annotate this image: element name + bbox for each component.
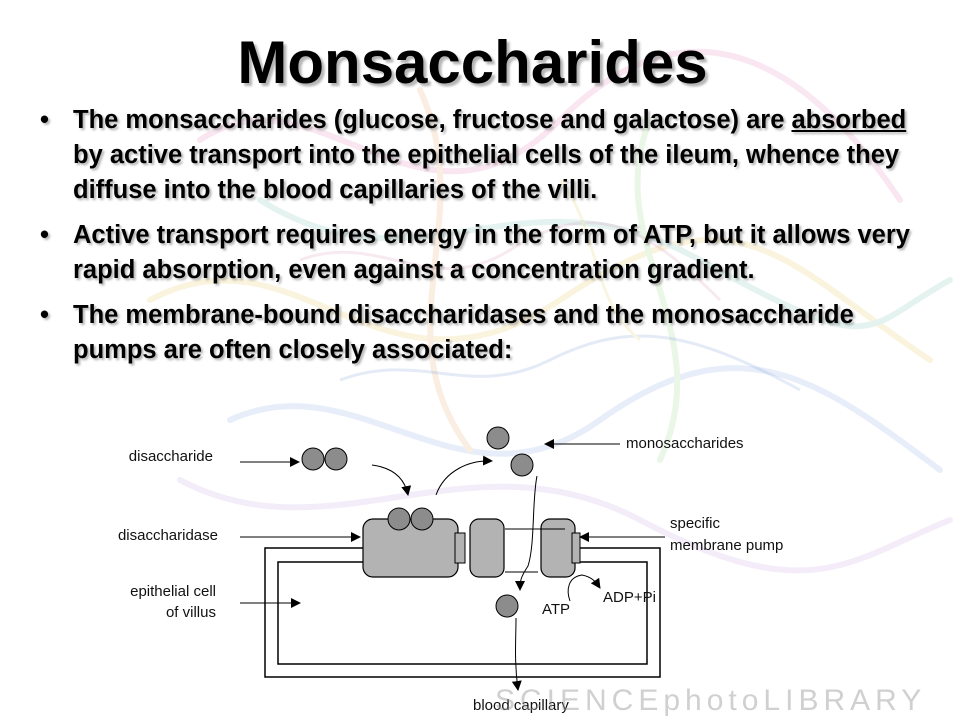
enzyme-membrane-anchor [454, 532, 466, 564]
bullet-icon: • [40, 106, 49, 134]
disaccharide-molecule-a [301, 447, 325, 471]
label-epithelial-cell: epithelial cell [130, 583, 216, 600]
membrane-pump-right [540, 518, 576, 578]
label-adp-pi: ADP+Pi [603, 589, 656, 606]
label-blood-capillary: blood capillary [473, 697, 569, 714]
process-arrows [371, 455, 601, 691]
transport-diagram: disaccharide disaccharidase epithelial c… [118, 426, 783, 714]
bullet-item: • Active transport requires energy in th… [38, 218, 938, 288]
bullet-list: • The monsaccharides (glucose, fructose … [38, 103, 938, 378]
label-disaccharidase: disaccharidase [118, 527, 218, 544]
label-membrane-pump: membrane pump [670, 537, 783, 554]
pump-anchor [571, 532, 581, 564]
label-of-villus: of villus [166, 604, 216, 621]
bullet-text: Active transport requires energy in the … [73, 221, 910, 284]
label-monosaccharides: monosaccharides [626, 435, 744, 452]
bound-disaccharide-b [410, 507, 434, 531]
slide-title: Monsaccharides [237, 29, 708, 96]
bullet-item: • The membrane-bound disaccharidases and… [38, 298, 938, 368]
label-disaccharide: disaccharide [129, 448, 213, 465]
membrane-pump-left [469, 518, 505, 578]
bullet-item: • The monsaccharides (glucose, fructose … [38, 103, 938, 208]
label-atp: ATP [542, 601, 570, 618]
underlined-word: absorbed [791, 106, 907, 134]
epithelial-cell-membrane [264, 547, 661, 678]
bullet-text: The membrane-bound disaccharidases and t… [73, 301, 854, 364]
bullet-icon: • [40, 221, 49, 249]
watermark-logo: SCIENCEphotoLIBRARY [495, 684, 927, 717]
transported-monosaccharide [495, 594, 519, 618]
monosaccharide-molecule [510, 453, 534, 477]
disaccharidase-enzyme [362, 518, 459, 578]
bullet-text-part: The monsaccharides (glucose, fructose an… [73, 106, 792, 134]
label-specific: specific [670, 515, 721, 532]
bound-disaccharide-a [387, 507, 411, 531]
monosaccharide-molecule [486, 426, 510, 450]
label-pointers [240, 439, 665, 608]
bullet-text-part: by active transport into the epithelial … [73, 141, 900, 204]
bullet-icon: • [40, 301, 49, 329]
disaccharide-molecule-b [324, 447, 348, 471]
